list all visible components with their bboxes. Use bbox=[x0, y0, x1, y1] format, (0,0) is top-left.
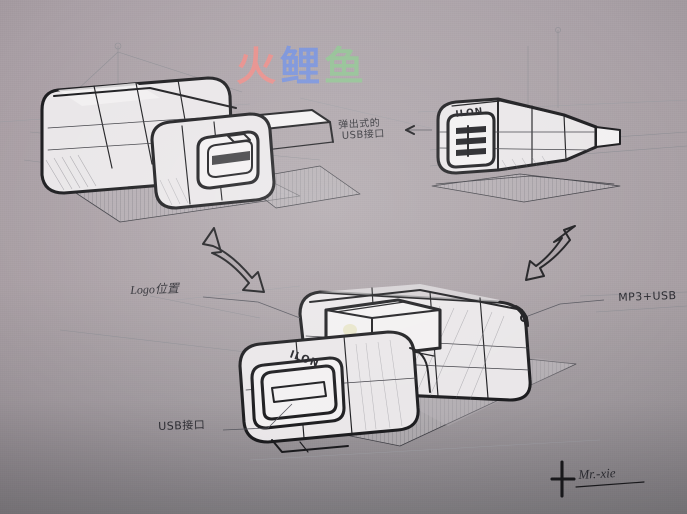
watermark: 火鲤鱼 bbox=[236, 47, 368, 87]
watermark-char-3: 鱼 bbox=[324, 47, 368, 87]
watermark-char-1: 火 bbox=[236, 47, 280, 87]
watermark-char-2: 鲤 bbox=[280, 47, 324, 87]
arrow-right bbox=[525, 225, 576, 281]
main-bottom-view bbox=[238, 284, 577, 453]
signature-cross-mark bbox=[550, 460, 645, 498]
arrow-left bbox=[202, 227, 265, 293]
top-left-view bbox=[40, 76, 361, 223]
top-right-view bbox=[431, 97, 621, 203]
leader-lines bbox=[202, 125, 605, 431]
